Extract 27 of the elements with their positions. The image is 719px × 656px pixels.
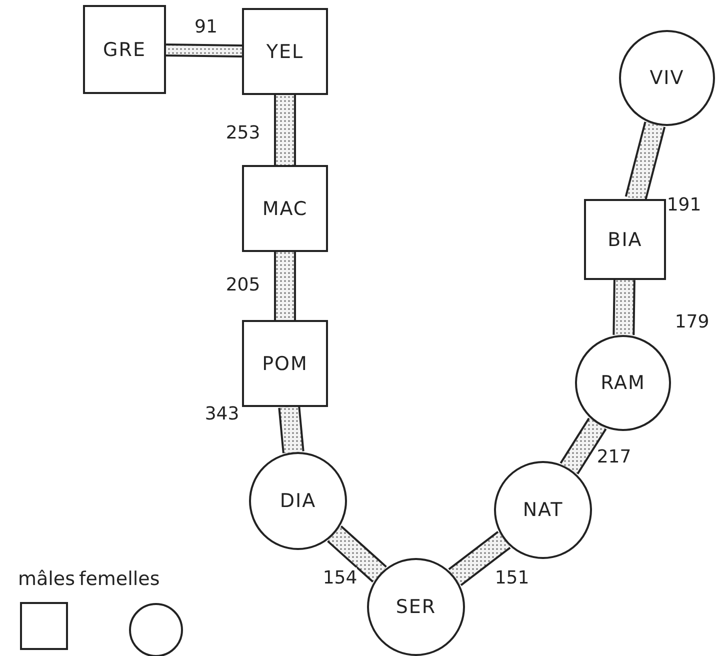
node-label: DIA (280, 490, 316, 512)
connector-band (448, 531, 511, 586)
connector-band (612, 280, 636, 336)
connector-band (327, 526, 387, 582)
node-label: MAC (262, 198, 308, 220)
node-label: SER (396, 596, 436, 618)
male-square (83, 5, 166, 94)
legend-label: femelles (79, 568, 160, 590)
connector-band (274, 95, 296, 165)
node-label: YEL (266, 40, 304, 62)
connector-band (274, 252, 296, 320)
female-circle (367, 558, 465, 656)
node-label: VIV (650, 67, 684, 89)
node-label: NAT (522, 499, 564, 521)
connector-band (166, 44, 242, 58)
node-label: BIA (608, 228, 642, 250)
node-label: POM (262, 352, 308, 374)
node-label: GRE (103, 38, 146, 60)
node-label: RAM (600, 372, 646, 394)
male-square (242, 8, 328, 95)
male-square (242, 320, 328, 407)
male-square (242, 165, 328, 252)
connector-band (560, 418, 607, 474)
connector-band (278, 406, 304, 454)
legend-label: mâles (18, 568, 76, 590)
male-square (584, 199, 666, 280)
connector-band (624, 122, 666, 202)
